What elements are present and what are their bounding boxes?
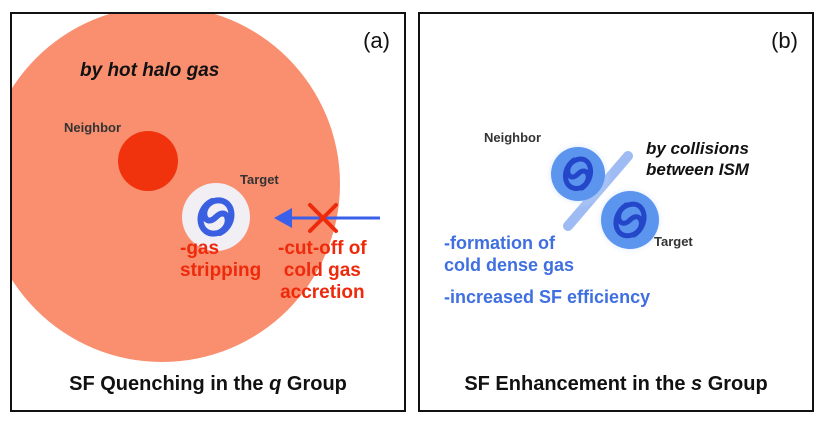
- neighbor-galaxy-red: [118, 131, 178, 191]
- cutoff-line-3: accretion: [280, 282, 365, 303]
- panel-a-graphic: [12, 14, 380, 362]
- formation-line-2: cold dense gas: [444, 255, 575, 275]
- stripping-line-2: stripping: [180, 260, 262, 281]
- target-spiral-icon-b: [613, 201, 647, 239]
- hot-halo: [12, 14, 340, 362]
- collision-label: by collisions between ISM: [646, 138, 749, 180]
- formation-label: -formation of cold dense gas: [444, 232, 574, 276]
- panel-b: (b) Neighbor Target by collisions betwee…: [418, 12, 814, 412]
- efficiency-label: -increased SF efficiency: [444, 287, 651, 307]
- collision-line-2: between ISM: [646, 160, 749, 179]
- halo-label: by hot halo gas: [80, 60, 220, 81]
- caption-a-suffix: Group: [281, 373, 347, 395]
- collision-line-1: by collisions: [646, 139, 749, 158]
- neighbor-spiral-icon: [563, 156, 593, 191]
- panel-b-graphic: [544, 140, 666, 256]
- panel-b-letter: (b): [771, 28, 798, 53]
- caption-a-group: q: [269, 373, 282, 395]
- caption-a-text: SF Quenching in the: [69, 373, 270, 395]
- formation-line-1: -formation of: [444, 233, 555, 253]
- caption-b-suffix: Group: [702, 373, 768, 395]
- panel-b-caption: SF Enhancement in the s Group: [420, 373, 812, 396]
- target-spiral-icon: [197, 197, 235, 237]
- stripping-line-1: -gas: [180, 238, 220, 259]
- caption-b-text: SF Enhancement in the: [464, 373, 692, 395]
- neighbor-label-a: Neighbor: [64, 120, 122, 135]
- cutoff-line-2: cold gas: [283, 260, 361, 281]
- panel-a-letter: (a): [363, 28, 390, 53]
- caption-b-group: s: [691, 373, 703, 395]
- cutoff-line-1: -cut-off of: [278, 238, 367, 259]
- neighbor-label-b: Neighbor: [484, 130, 542, 145]
- gas-stripping-label: -gas stripping: [180, 238, 261, 282]
- cutoff-label: -cut-off of cold gas accretion: [278, 238, 367, 304]
- accretion-arrowhead: [274, 208, 292, 228]
- cutoff-cross-icon: [308, 203, 338, 233]
- target-label-b: Target: [654, 234, 693, 249]
- panel-a: (a) by hot halo gas Neighbor Target -gas…: [10, 12, 406, 412]
- panel-a-caption: SF Quenching in the q Group: [12, 373, 404, 396]
- target-label-a: Target: [240, 172, 279, 187]
